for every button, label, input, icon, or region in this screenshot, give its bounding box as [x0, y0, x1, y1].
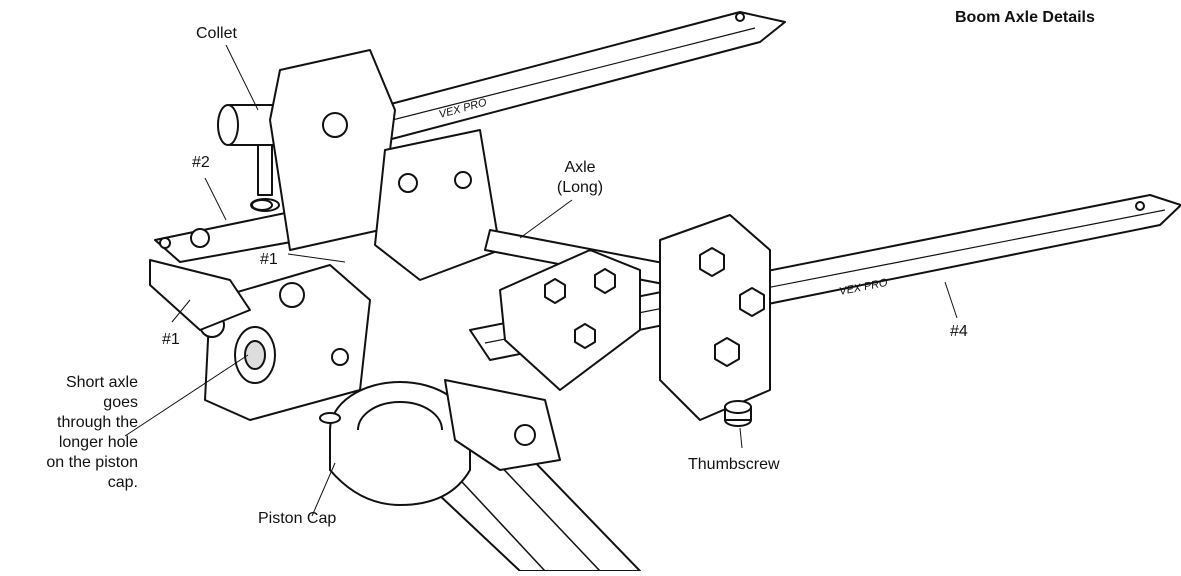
leader-piston-cap	[311, 462, 336, 517]
label-short-axle-line: cap.	[107, 474, 138, 491]
leader-num2	[204, 177, 227, 221]
label-piston-cap: Piston Cap	[258, 510, 337, 527]
hex-hub-left	[499, 249, 641, 391]
leader-collet	[225, 44, 259, 111]
label-num2: #2	[192, 154, 210, 171]
gusset-plate-center-lower	[444, 379, 561, 471]
boom-upper: VEX PRO	[329, 11, 786, 151]
leader-lines	[124, 44, 958, 517]
label-num4: #4	[950, 323, 968, 340]
label-short-axle: Short axle goes through the longer hole …	[0, 373, 138, 493]
hex-hub-right	[659, 214, 771, 421]
short-axle-bracket	[149, 259, 276, 384]
label-short-axle-line: on the piston	[46, 454, 138, 471]
label-short-axle-line: through the	[57, 414, 138, 431]
label-num1-lower: #1	[162, 331, 180, 348]
label-axle-long-line1: Axle	[564, 159, 596, 176]
diagram-title: Boom Axle Details	[955, 9, 1095, 26]
thumbscrew	[251, 199, 752, 427]
label-collet: Collet	[196, 25, 237, 42]
leader-num4	[944, 281, 958, 319]
leader-num1-upper	[287, 253, 346, 263]
label-axle-long: Axle (Long)	[540, 158, 620, 198]
piston-cap	[329, 381, 471, 506]
label-thumbscrew: Thumbscrew	[688, 456, 780, 473]
gusset-plate-upper	[269, 49, 501, 281]
leader-short-axle	[124, 354, 249, 437]
leader-axle-long	[519, 199, 573, 239]
leader-thumbscrew	[739, 427, 743, 449]
label-short-axle-line: Short axle	[65, 374, 138, 391]
label-num1-upper: #1	[260, 251, 278, 268]
label-short-axle-line: goes	[103, 394, 138, 411]
label-short-axle-line: longer hole	[58, 434, 138, 451]
label-axle-long-line2: (Long)	[556, 179, 604, 196]
leader-num1-lower	[171, 299, 191, 323]
